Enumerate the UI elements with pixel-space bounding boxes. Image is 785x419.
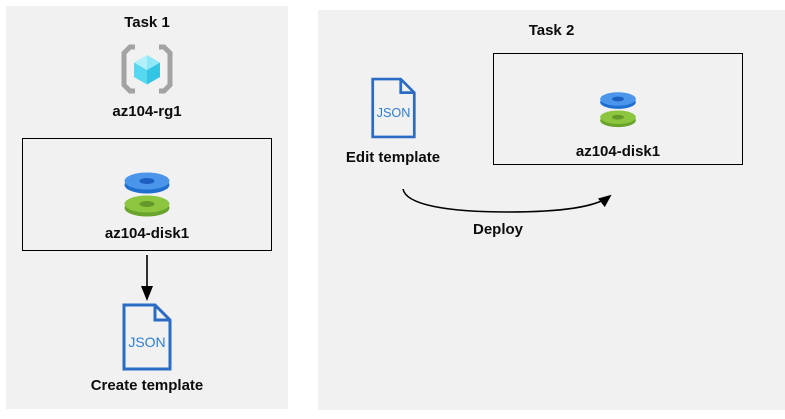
resource-group-label: az104-rg1 <box>112 103 182 120</box>
edit-template-label: Edit template <box>345 149 441 166</box>
deploy-arrow-icon <box>402 188 612 213</box>
task1-panel: Task 1 az104-rg1 az104-disk1 <box>6 6 288 409</box>
task2-disk-label: az104-disk1 <box>575 143 661 160</box>
json-file-icon: JSON <box>371 77 416 139</box>
json-icon-text: JSON <box>377 106 411 120</box>
task2-title: Task 2 <box>528 22 575 39</box>
create-template-label: Create template <box>90 377 204 394</box>
json-icon-text: JSON <box>128 334 165 350</box>
deploy-label: Deploy <box>472 221 523 238</box>
task2-disk-box: az104-disk1 <box>493 53 743 165</box>
task1-disk-label: az104-disk1 <box>104 225 190 242</box>
task2-panel: Task 2 JSON Edit template az104-disk1 <box>318 10 785 410</box>
json-file-icon: JSON <box>122 303 172 371</box>
managed-disk-icon <box>124 172 170 217</box>
task1-title: Task 1 <box>124 14 170 31</box>
down-arrow-icon <box>141 255 153 301</box>
task1-disk-box: az104-disk1 <box>22 138 272 251</box>
resource-group-icon <box>121 44 173 94</box>
managed-disk-icon <box>600 92 636 128</box>
